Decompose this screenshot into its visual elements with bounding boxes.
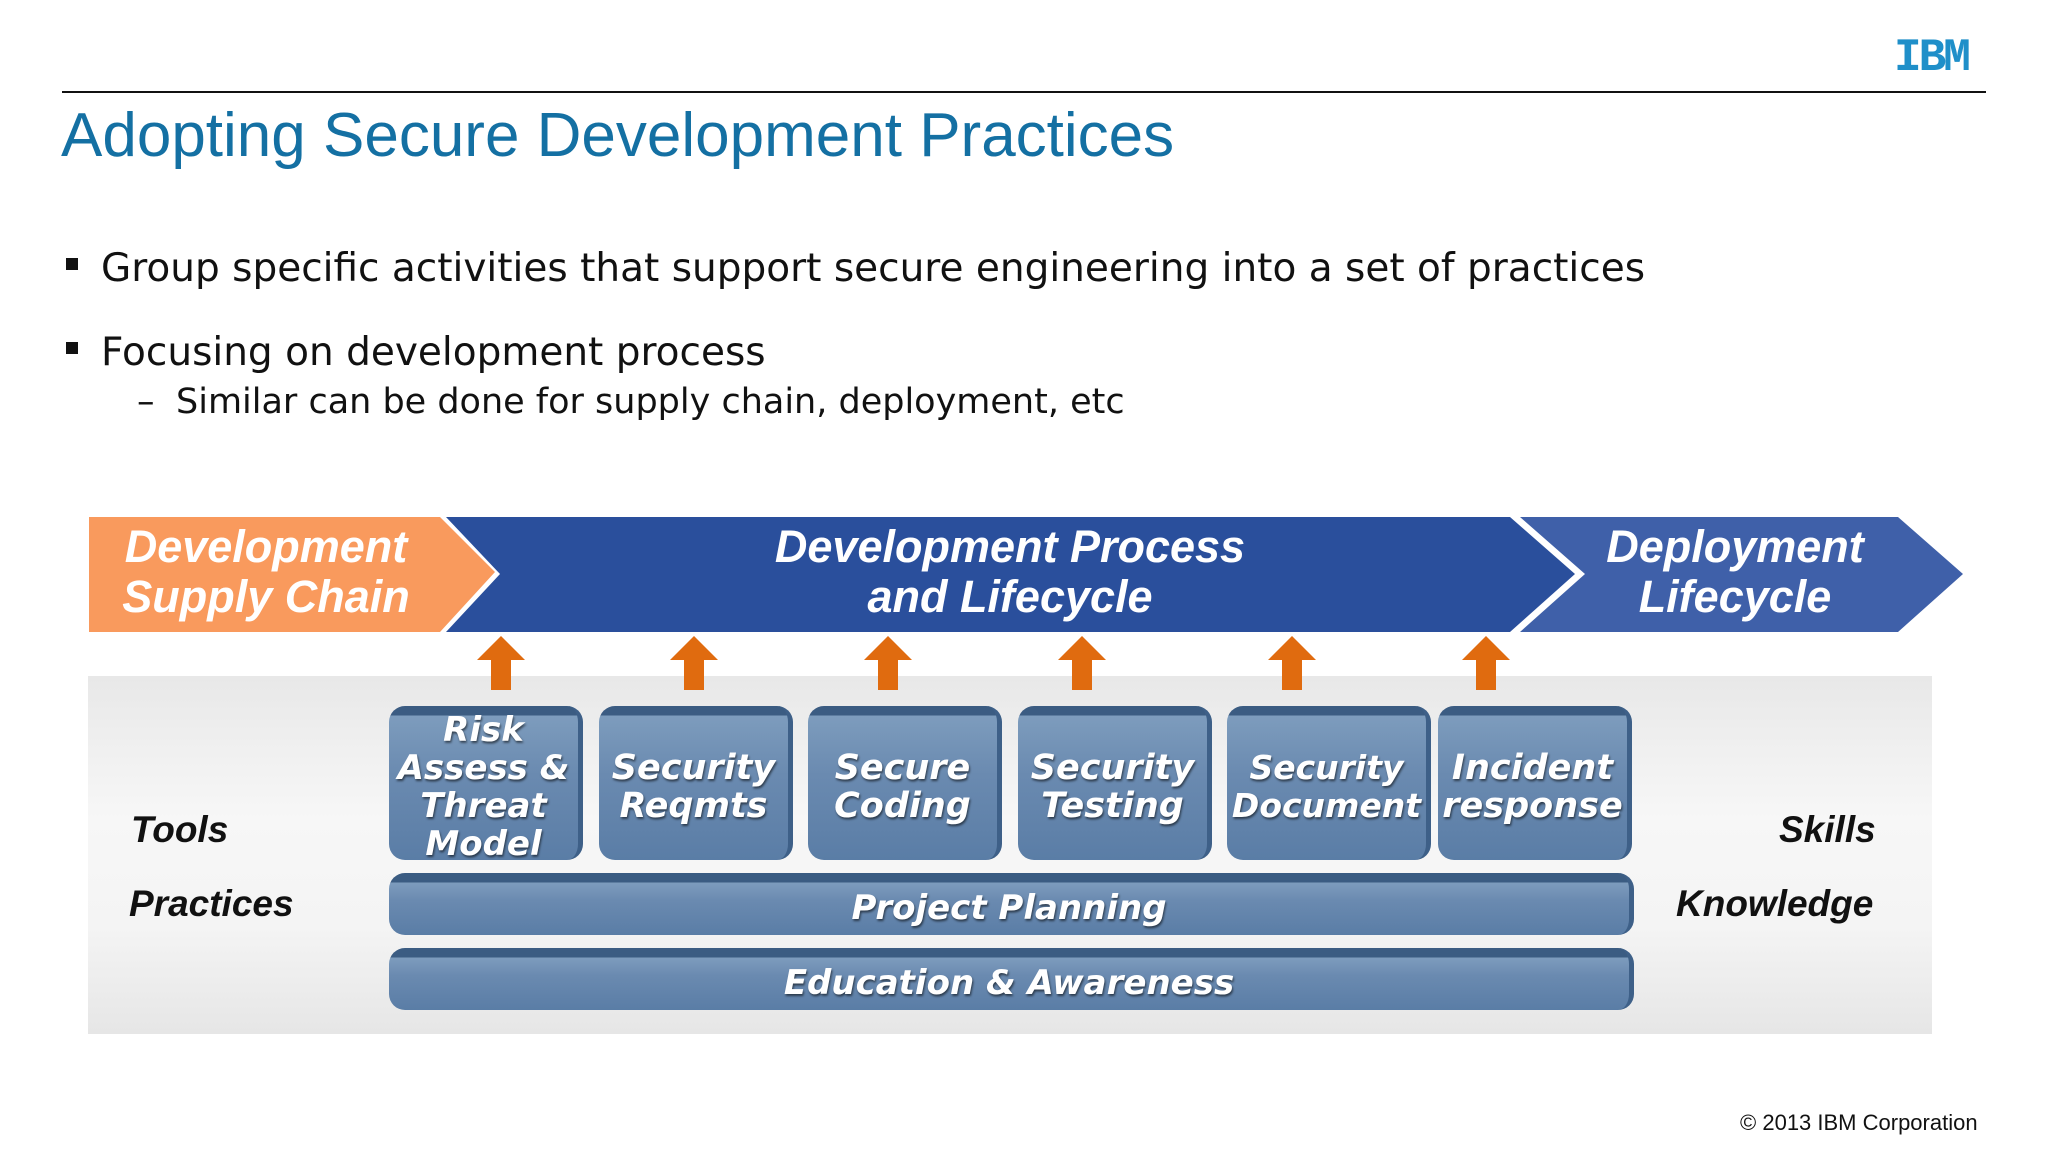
practice-line: Risk xyxy=(443,710,524,750)
practice-security-document: Security Document xyxy=(1227,706,1431,860)
practice-line: Assess & xyxy=(397,748,570,788)
phase-chevron-deployment xyxy=(1520,517,1963,632)
practice-line: Coding xyxy=(834,786,971,826)
ibm-logo: IBM xyxy=(1894,35,1990,81)
practice-line: Testing xyxy=(1041,786,1184,826)
foundation-education-awareness: Education & Awareness xyxy=(389,948,1634,1010)
practice-risk-assess-threat-model: Risk Assess & Threat Model xyxy=(389,706,583,864)
practice-line: response xyxy=(1442,786,1623,826)
practice-line: Document xyxy=(1231,786,1422,825)
bullet-marker xyxy=(66,258,78,270)
up-arrow-icon xyxy=(670,636,718,690)
practice-line: Model xyxy=(425,824,542,864)
practice-line: Security xyxy=(611,748,776,788)
up-arrow-icon xyxy=(1462,636,1510,690)
foundation-label: Project Planning xyxy=(851,888,1167,928)
phase-label-deployment: Deployment Lifecycle xyxy=(1606,521,1864,622)
phase-label-supply-chain: Development Supply Chain xyxy=(122,521,410,622)
label-tools: Tools xyxy=(131,809,229,850)
bullet-2-text: Focusing on development process xyxy=(101,330,766,375)
title-rule xyxy=(62,91,1986,93)
sub-bullet-1-text: Similar can be done for supply chain, de… xyxy=(176,382,1125,422)
copyright-symbol: © xyxy=(1740,1110,1757,1135)
foundation-label: Education & Awareness xyxy=(783,963,1235,1003)
up-arrow-icon xyxy=(1058,636,1106,690)
label-knowledge: Knowledge xyxy=(1676,883,1874,924)
practice-incident-response: Incident response xyxy=(1438,706,1632,860)
foundation-project-planning: Project Planning xyxy=(389,873,1634,935)
phase-chevron-development-process xyxy=(446,517,1575,632)
phase-chevron-supply-chain xyxy=(89,517,495,632)
practice-line: Secure xyxy=(834,748,971,788)
practice-security-testing: Security Testing xyxy=(1018,706,1212,860)
copyright-text: 2013 IBM Corporation xyxy=(1762,1110,1978,1135)
practice-line: Security xyxy=(1030,748,1195,788)
phase-label-development-process: Development Process and Lifecycle xyxy=(774,521,1246,622)
up-arrow-icon xyxy=(864,636,912,690)
practice-line: Reqmts xyxy=(619,786,768,826)
up-arrow-icon xyxy=(477,636,525,690)
practice-line: Security xyxy=(1249,748,1404,787)
practice-security-reqmts: Security Reqmts xyxy=(599,706,793,860)
label-skills: Skills xyxy=(1779,809,1876,850)
practice-secure-coding: Secure Coding xyxy=(808,706,1002,860)
up-arrow-icon xyxy=(1268,636,1316,690)
practice-line: Incident xyxy=(1451,748,1614,788)
label-practices: Practices xyxy=(129,883,294,924)
practice-line: Threat xyxy=(420,786,547,826)
footer-copyright: © 2013 IBM Corporation xyxy=(1740,1110,1978,1136)
bullet-marker xyxy=(66,342,78,354)
bullet-1-text: Group specific activities that support s… xyxy=(101,246,1646,291)
page-title: Adopting Secure Development Practices xyxy=(61,101,1175,170)
sub-bullet-dash: – xyxy=(137,382,155,422)
